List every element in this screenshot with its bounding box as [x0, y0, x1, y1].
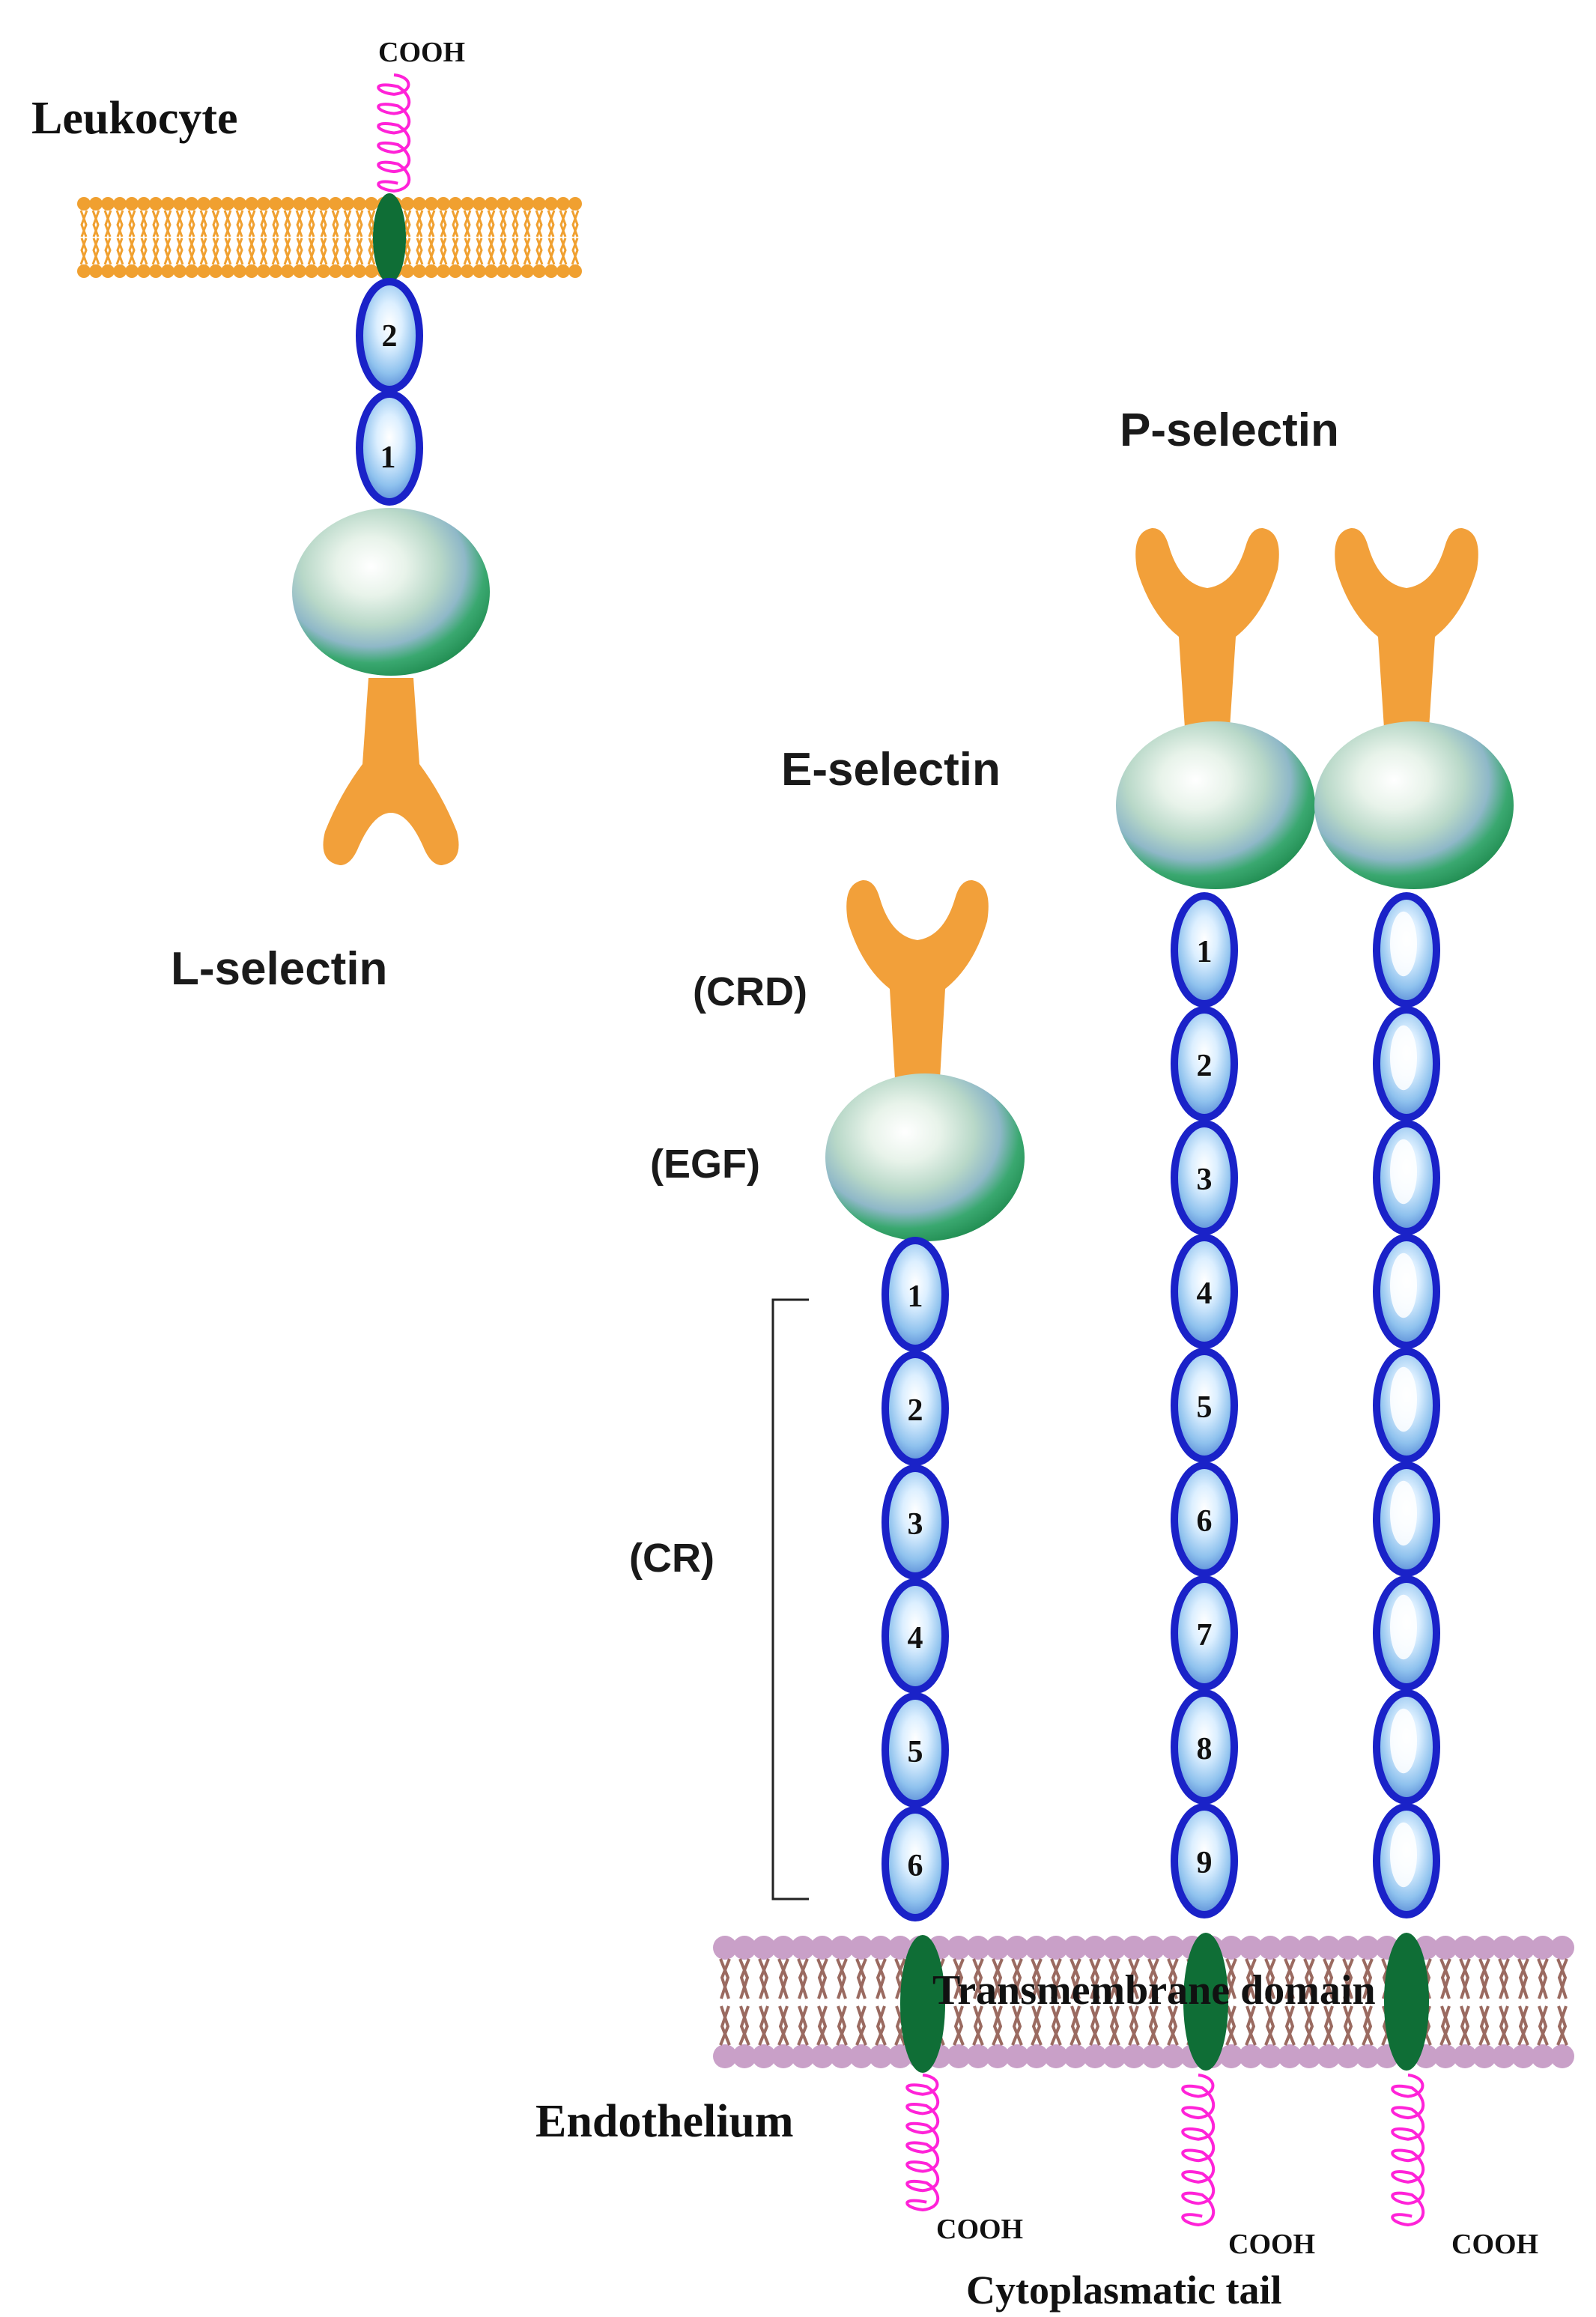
egf-label: (EGF): [650, 1142, 760, 1187]
p-selectin-transmembrane-domain: [1384, 1933, 1429, 2071]
cooh-label: COOH: [378, 37, 465, 68]
leukocyte-membrane: [77, 197, 582, 278]
l-selectin-cr-domain: 2: [356, 278, 423, 393]
p-selectin-cr-domain-number: 6: [1197, 1504, 1213, 1539]
cooh-label: COOH: [936, 2214, 1023, 2245]
cytoplasmatic-tail-label: Cytoplasmatic tail: [966, 2268, 1281, 2313]
p-selectin-cr-domain: [1373, 1348, 1440, 1463]
p-selectin-cr-domain-number: 2: [1197, 1049, 1213, 1083]
p-selectin-cr-domain-number: 9: [1197, 1846, 1213, 1880]
e-selectin-cr-domain-number: 1: [908, 1279, 923, 1314]
p-selectin-cr-domain-number: 1: [1197, 935, 1213, 969]
p-selectin-cr-domain-number: 8: [1197, 1732, 1213, 1766]
e-selectin-cytoplasmic-coil: [905, 2074, 940, 2212]
p-selectin-cr-domain: [1373, 1803, 1440, 1918]
p-selectin-cr-domain: [1373, 1462, 1440, 1577]
p-selectin-cr-domain: 9: [1171, 1803, 1238, 1918]
e-selectin-egf-domain: [825, 1073, 1025, 1241]
p-selectin-egf-domain: [1116, 721, 1315, 889]
l-selectin-cytoplasmic-coil: [377, 73, 411, 193]
cooh-label: COOH: [1228, 2229, 1315, 2260]
p-selectin-cr-domain: 6: [1171, 1462, 1238, 1577]
p-selectin-label: P-selectin: [1120, 405, 1339, 456]
l-selectin-cr-domain: 1: [356, 390, 423, 506]
p-selectin-cr-domain: [1373, 1689, 1440, 1805]
e-selectin-cr-domain-number: 4: [908, 1621, 923, 1656]
e-selectin-cr-domain-number: 3: [908, 1507, 923, 1542]
p-selectin-molecule: 1 2 3 4 5 6 7 8 9: [1116, 527, 1315, 2227]
p-selectin-cr-domain: 7: [1171, 1575, 1238, 1691]
p-selectin-cytoplasmic-coil: [1391, 2074, 1425, 2227]
p-selectin-cr-domain: 5: [1171, 1348, 1238, 1463]
p-selectin-cr-domain: [1373, 1006, 1440, 1121]
p-selectin-egf-domain: [1314, 721, 1514, 889]
e-selectin-cr-domain: 2: [882, 1351, 949, 1466]
p-selectin-molecule: [1314, 527, 1514, 2227]
e-selectin-cr-domain-number: 2: [908, 1393, 923, 1428]
e-selectin-cr-domain-number: 5: [908, 1735, 923, 1769]
p-selectin-cytoplasmic-coil: [1181, 2074, 1216, 2227]
cr-label: (CR): [629, 1536, 714, 1581]
p-selectin-lectin-domain: [1135, 527, 1279, 728]
p-selectin-cr-domain: [1373, 1234, 1440, 1349]
l-selectin-label: L-selectin: [171, 943, 387, 995]
p-selectin-cr-domain-number: 3: [1197, 1163, 1213, 1197]
transmembrane-domain-label: Transmembrane domain: [932, 1967, 1376, 2014]
p-selectin-transmembrane-domain: [1183, 1933, 1228, 2071]
e-selectin-cr-domain: 6: [882, 1806, 949, 1921]
l-selectin-cr-domain-number: 1: [380, 440, 396, 475]
p-selectin-cr-domain: 8: [1171, 1689, 1238, 1805]
l-selectin-lectin-domain: [323, 678, 459, 865]
e-selectin-molecule: 1 2 3 4 5 6: [825, 879, 1025, 2212]
l-selectin-egf-domain: [292, 508, 490, 676]
cooh-label: COOH: [1451, 2229, 1538, 2260]
p-selectin-cr-domain: 1: [1171, 892, 1238, 1008]
endothelium-label: Endothelium: [535, 2096, 794, 2147]
e-selectin-cr-domain: 3: [882, 1465, 949, 1580]
p-selectin-lectin-domain: [1335, 527, 1478, 728]
e-selectin-label: E-selectin: [781, 744, 1001, 796]
p-selectin-cr-domain: [1373, 1575, 1440, 1691]
l-selectin-molecule: 2 1: [292, 73, 490, 865]
p-selectin-cr-domain: 3: [1171, 1120, 1238, 1235]
p-selectin-cr-domain: 2: [1171, 1006, 1238, 1121]
e-selectin-lectin-domain: [846, 879, 989, 1079]
p-selectin-cr-domain: 4: [1171, 1234, 1238, 1349]
e-selectin-cr-domain: 5: [882, 1692, 949, 1808]
p-selectin-cr-domain-number: 4: [1197, 1276, 1213, 1311]
e-selectin-transmembrane-domain: [900, 1935, 945, 2073]
e-selectin-cr-domain: 1: [882, 1237, 949, 1352]
leukocyte-label: Leukocyte: [31, 93, 238, 144]
endothelium-membrane: [713, 1936, 1574, 2068]
cr-bracket: [771, 1298, 809, 1900]
e-selectin-cr-domain: 4: [882, 1578, 949, 1694]
crd-label: (CRD): [693, 969, 807, 1014]
p-selectin-cr-domain-number: 5: [1197, 1390, 1213, 1425]
p-selectin-cr-domain: [1373, 1120, 1440, 1235]
p-selectin-cr-domain: [1373, 892, 1440, 1008]
p-selectin-cr-domain-number: 7: [1197, 1618, 1213, 1653]
l-selectin-cr-domain-number: 2: [382, 319, 398, 354]
l-selectin-transmembrane-domain: [373, 193, 406, 283]
e-selectin-cr-domain-number: 6: [908, 1849, 923, 1883]
